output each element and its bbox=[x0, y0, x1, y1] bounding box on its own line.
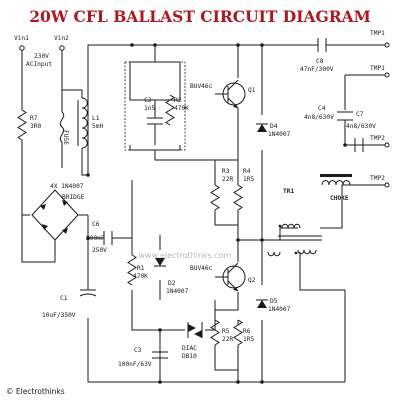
vin1-label: Vin1 bbox=[14, 35, 29, 42]
watermark: www.electrothinks.com bbox=[139, 251, 232, 260]
q2-name: Q2 bbox=[248, 277, 256, 284]
r1-value: 470K bbox=[133, 273, 148, 280]
transistor-q1: BUV46c Q1 bbox=[190, 79, 256, 109]
resistors-r5-r6: R5 22R R6 1R5 bbox=[210, 319, 254, 346]
choke: CHOKE bbox=[320, 174, 352, 202]
capacitor-c8: C8 47nF/300V bbox=[300, 38, 334, 73]
d4-value: 1N4007 bbox=[268, 131, 291, 138]
diode-d2: D2 1N4007 bbox=[154, 258, 189, 295]
input-terminals: Vin1 Vin2 230V ACInput bbox=[14, 35, 69, 68]
d5-name: D5 bbox=[270, 298, 278, 305]
r2-value: 470K bbox=[174, 105, 189, 112]
fuse: FUSE bbox=[59, 111, 69, 145]
fuse-label: FUSE bbox=[62, 130, 69, 145]
c2-r2-network: C2 1n5 R2 470K bbox=[124, 61, 189, 151]
tr1-name: TR1 bbox=[283, 188, 294, 195]
resistor-r7: R7 3R0 bbox=[17, 109, 41, 141]
d2-name: D2 bbox=[168, 280, 176, 287]
diac-name: DIAC bbox=[182, 345, 197, 352]
r5-value: 22R bbox=[222, 336, 233, 343]
bridge-rectifier: 4X 1N4007 BRIDGE bbox=[31, 183, 85, 241]
capacitor-c6: C6 200nF 250V bbox=[86, 221, 113, 254]
capacitor-c1: C1 10uF/350V bbox=[42, 289, 97, 319]
choke-label: CHOKE bbox=[330, 195, 349, 202]
c4-name: C4 bbox=[318, 105, 326, 112]
l1-name: L1 bbox=[92, 115, 100, 122]
r7-name: R7 bbox=[30, 115, 38, 122]
q1-name: Q1 bbox=[248, 87, 256, 94]
diagram-title: 20W CFL BALLAST CIRCUIT DIAGRAM bbox=[29, 7, 371, 26]
c1-value: 10uF/350V bbox=[42, 312, 76, 319]
r5-name: R5 bbox=[222, 328, 230, 335]
output-terminals: TMP1 TMP1 TMP2 TMP2 bbox=[370, 30, 390, 188]
r3-name: R3 bbox=[222, 168, 230, 175]
diode-d5: D5 1N4007 bbox=[256, 298, 291, 313]
c6-value: 200nF bbox=[86, 235, 105, 242]
diac-value: DB10 bbox=[182, 353, 197, 360]
r6-name: R6 bbox=[243, 328, 251, 335]
ac-input-voltage-label: 230V bbox=[34, 53, 49, 60]
capacitor-c3: C3 100nF/63V bbox=[118, 345, 168, 370]
d2-value: 1N4007 bbox=[166, 288, 189, 295]
q1-part: BUV46c bbox=[190, 83, 213, 90]
c6-voltage: 250V bbox=[92, 247, 107, 254]
vin1-terminal bbox=[19, 45, 25, 51]
capacitor-c4: C4 4n8/630V bbox=[304, 105, 353, 130]
d4-name: D4 bbox=[270, 123, 278, 130]
c2-value: 1n5 bbox=[144, 105, 155, 112]
tmp1-top-label: TMP1 bbox=[370, 30, 385, 37]
c8-value: 47nF/300V bbox=[300, 66, 334, 73]
copyright: © Electrothinks bbox=[6, 387, 65, 396]
resistor-r1: R1 470K bbox=[127, 254, 148, 286]
ac-input-label: ACInput bbox=[26, 61, 52, 68]
c7-value: 4n8/630V bbox=[346, 123, 376, 130]
r1-name: R1 bbox=[137, 265, 145, 272]
junction-dots bbox=[86, 43, 347, 384]
r2-name: R2 bbox=[174, 97, 182, 104]
c6-name: C6 bbox=[92, 221, 100, 228]
l1-value: 5mH bbox=[92, 123, 103, 130]
vin2-label: Vin2 bbox=[54, 35, 69, 42]
diac: DIAC DB10 bbox=[182, 322, 203, 360]
q2-part: BUV46c bbox=[190, 265, 213, 272]
c3-value: 100nF/63V bbox=[118, 361, 152, 368]
tmp2-top-label: TMP2 bbox=[370, 135, 385, 142]
c7-name: C7 bbox=[356, 111, 364, 118]
tmp1-second-label: TMP1 bbox=[370, 65, 385, 72]
tmp2-second-label: TMP2 bbox=[370, 175, 385, 182]
c1-name: C1 bbox=[60, 295, 68, 302]
transistor-q2: BUV46c Q2 bbox=[190, 262, 256, 292]
r7-value: 3R0 bbox=[30, 123, 41, 130]
bridge-diodes-label: 4X 1N4007 bbox=[50, 183, 84, 190]
d5-value: 1N4007 bbox=[268, 306, 291, 313]
capacitor-c7: C7 4n8/630V bbox=[346, 111, 376, 152]
r3-value: 22R bbox=[222, 176, 233, 183]
wires bbox=[21, 44, 385, 383]
bridge-label: BRIDGE bbox=[62, 194, 85, 201]
c8-name: C8 bbox=[316, 58, 324, 65]
r4-value: 1R5 bbox=[243, 176, 254, 183]
transformer-tr1: TR1 bbox=[267, 188, 322, 257]
c2-name: C2 bbox=[144, 97, 152, 104]
c3-name: C3 bbox=[134, 347, 142, 354]
r4-name: R4 bbox=[243, 168, 251, 175]
resistors-r3-r4: R3 22R R4 1R5 bbox=[210, 168, 254, 211]
vin2-terminal bbox=[59, 45, 65, 51]
inductor-l1: L1 5mH bbox=[77, 97, 103, 149]
r6-value: 1R5 bbox=[243, 336, 254, 343]
diode-d4: D4 1N4007 bbox=[256, 123, 291, 138]
c4-value: 4n8/630V bbox=[304, 114, 334, 121]
